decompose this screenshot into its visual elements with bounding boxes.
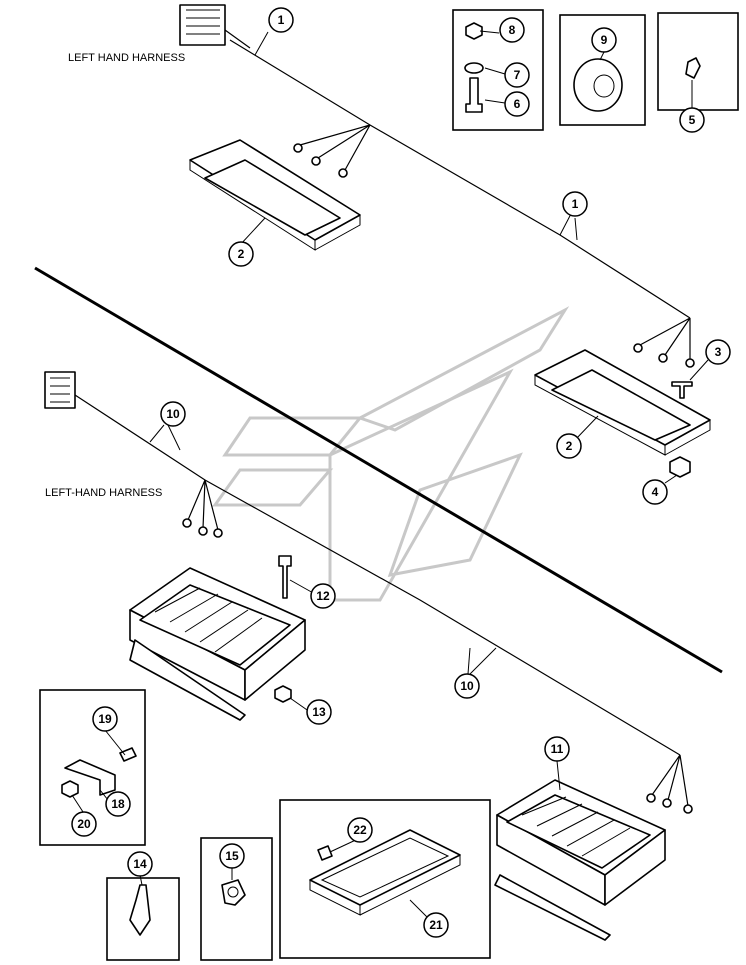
screw-19 [119, 747, 137, 762]
screw-22 [317, 845, 333, 861]
svg-text:4: 4 [652, 485, 659, 499]
nut-13 [274, 685, 292, 703]
svg-text:20: 20 [77, 817, 91, 831]
svg-text:2: 2 [566, 439, 573, 453]
clamp-hole [227, 886, 239, 898]
svg-text:11: 11 [551, 742, 564, 756]
upper-connector [179, 4, 251, 49]
upper-harness-wire [229, 39, 691, 319]
svg-text:3: 3 [715, 345, 722, 359]
bracket-18 [64, 759, 116, 796]
callout-12: 12 [310, 583, 336, 609]
callout-6: 6 [504, 91, 530, 117]
lower-harness-label: LEFT-HAND HARNESS [45, 487, 162, 499]
lower-leads-1 [182, 479, 223, 538]
bolt-12 [278, 555, 292, 599]
callout-5: 5 [679, 107, 705, 133]
divider-line [34, 266, 723, 674]
callout-8: 8 [499, 17, 525, 43]
callout-4: 4 [642, 479, 668, 505]
svg-text:8: 8 [509, 23, 516, 37]
bolt-6 [465, 77, 483, 113]
lower-harness-wire [74, 394, 681, 756]
svg-text:13: 13 [312, 705, 326, 719]
callout-9: 9 [591, 27, 617, 53]
callout-20: 20 [71, 811, 97, 837]
callout-13: 13 [306, 699, 332, 725]
callout-10a: 10 [160, 401, 186, 427]
callout-15: 15 [219, 843, 245, 869]
svg-text:19: 19 [98, 712, 112, 726]
callout-3: 3 [705, 339, 731, 365]
lower-connector [44, 371, 76, 409]
strap-14 [129, 884, 151, 936]
callout-21: 21 [423, 912, 449, 938]
svg-text:14: 14 [133, 857, 147, 871]
svg-text:10: 10 [166, 407, 180, 421]
callout-18: 18 [105, 791, 131, 817]
clip-box [657, 12, 739, 111]
upper-harness-label: LEFT HAND HARNESS [68, 52, 185, 64]
clip-5 [685, 57, 701, 79]
nut-8 [465, 22, 483, 40]
svg-text:7: 7 [514, 68, 521, 82]
callout-7: 7 [504, 62, 530, 88]
callout-1a: 1 [268, 7, 294, 33]
callout-2b: 2 [556, 433, 582, 459]
module-2-upper [189, 139, 361, 251]
grommet-hole [593, 74, 615, 98]
callout-11: 11 [544, 736, 570, 762]
svg-text:15: 15 [225, 849, 239, 863]
svg-text:22: 22 [353, 823, 367, 837]
callout-10b: 10 [454, 673, 480, 699]
callout-1b: 1 [562, 191, 588, 217]
svg-text:1: 1 [572, 197, 579, 211]
callout-19: 19 [92, 706, 118, 732]
lower-leads-2 [646, 754, 693, 814]
svg-text:2: 2 [238, 247, 245, 261]
upper-leads-2 [633, 317, 695, 368]
screw-3 [671, 381, 693, 399]
nut-4 [669, 456, 691, 478]
watermark-logo [212, 306, 570, 602]
svg-text:21: 21 [429, 918, 443, 932]
module-2-lower [534, 349, 711, 456]
svg-text:6: 6 [514, 97, 521, 111]
leader-lines [71, 30, 709, 919]
fuse-block-left [129, 567, 306, 721]
grommet-9 [573, 58, 623, 112]
nut-20 [61, 780, 79, 798]
panel-21 [309, 829, 461, 916]
svg-text:9: 9 [601, 33, 608, 47]
svg-text:10: 10 [460, 679, 474, 693]
svg-text:12: 12 [316, 589, 330, 603]
callout-14: 14 [127, 851, 153, 877]
svg-text:1: 1 [278, 13, 285, 27]
callout-22: 22 [347, 817, 373, 843]
fuse-block-right [494, 779, 666, 941]
svg-text:5: 5 [689, 113, 696, 127]
svg-text:18: 18 [111, 797, 125, 811]
callout-2a: 2 [228, 241, 254, 267]
upper-leads-1 [293, 124, 371, 178]
clamp-15 [221, 879, 246, 906]
washer-7 [464, 62, 484, 74]
